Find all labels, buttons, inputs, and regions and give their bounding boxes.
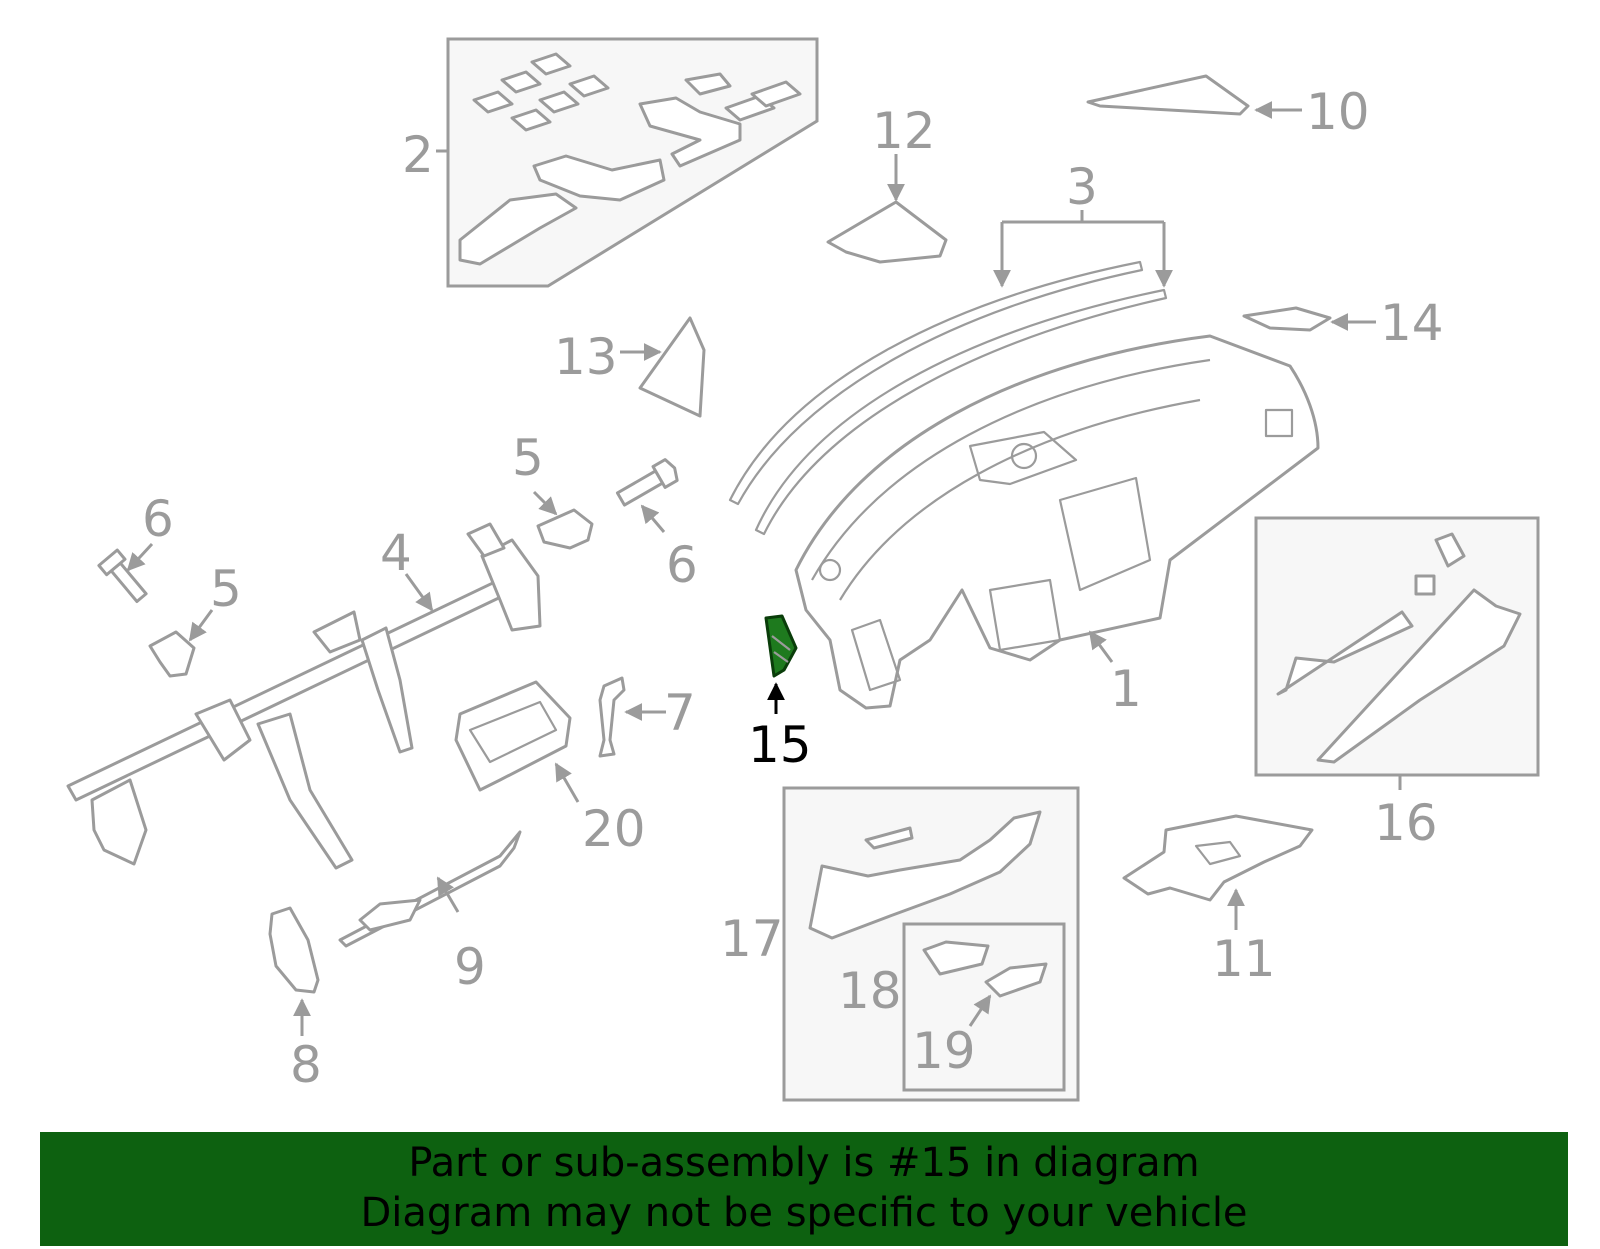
part-11 <box>1086 74 1250 116</box>
part-1-group: 1 <box>794 334 1320 718</box>
part-12-group: 13 <box>554 316 706 418</box>
part-8 <box>268 906 320 994</box>
callout-12: 13 <box>554 328 618 386</box>
part-14 <box>1242 306 1332 332</box>
part-3-seal-upper <box>728 260 1144 506</box>
callout-6-left: 6 <box>142 490 174 548</box>
part-11-group: 10 <box>1086 74 1370 141</box>
part-3-seal-lower <box>754 288 1168 536</box>
part-8-group: 8 <box>268 906 322 1094</box>
part-10-group: 11 <box>1122 814 1314 988</box>
part-3-group: 3 <box>728 158 1173 536</box>
part-7 <box>598 676 626 758</box>
part-9-group: 9 <box>338 830 522 996</box>
callout-7: 7 <box>664 684 696 742</box>
callout-6-right: 6 <box>666 536 698 594</box>
callout-13: 12 <box>872 102 936 160</box>
part-2-vent-pieces <box>458 52 802 266</box>
callout-16: 16 <box>1374 794 1438 852</box>
callout-14: 14 <box>1380 294 1444 352</box>
callout-5-upper: 5 <box>512 429 544 487</box>
part-5-bracket-upper: 5 <box>512 429 594 550</box>
callout-3: 3 <box>1066 158 1098 216</box>
part-4-group: 4 <box>66 522 542 870</box>
callout-8: 8 <box>290 1036 322 1094</box>
callout-19: 19 <box>912 1022 976 1080</box>
banner-line-1: Part or sub-assembly is #15 in diagram <box>408 1140 1200 1186</box>
part-12 <box>638 316 706 418</box>
part-2-group: 2 <box>402 37 819 288</box>
callout-2: 2 <box>402 126 434 184</box>
part-20-group: 20 <box>454 680 646 858</box>
callout-1: 1 <box>1110 660 1142 718</box>
callout-10: 11 <box>1212 930 1276 988</box>
part-15-group: 15 <box>748 614 812 774</box>
part-17-group: 17 18 19 <box>720 786 1080 1102</box>
callout-18: 18 <box>838 962 902 1020</box>
callout-11: 10 <box>1306 83 1370 141</box>
part-15-highlighted <box>764 614 798 678</box>
callout-15: 15 <box>748 716 812 774</box>
part-13-group: 12 <box>826 102 948 264</box>
callout-17: 17 <box>720 910 784 968</box>
part-16-group: 16 <box>1254 516 1540 852</box>
part-5-bracket-lower: 5 <box>148 560 242 678</box>
part-1-panel <box>794 334 1320 710</box>
callout-4: 4 <box>380 524 412 582</box>
callout-5-lower: 5 <box>210 560 242 618</box>
part-13 <box>826 200 948 264</box>
callout-20: 20 <box>582 800 646 858</box>
part-20 <box>454 680 572 792</box>
banner-line-2: Diagram may not be specific to your vehi… <box>360 1190 1248 1236</box>
callout-9: 9 <box>454 938 486 996</box>
part-6-bolt-lower: 6 <box>97 490 174 603</box>
part-6-bolt-upper: 6 <box>615 458 698 594</box>
info-banner: Part or sub-assembly is #15 in diagram D… <box>40 1132 1568 1246</box>
part-7-group: 7 <box>598 676 696 758</box>
part-10 <box>1122 814 1314 902</box>
part-14-group: 14 <box>1242 294 1444 352</box>
